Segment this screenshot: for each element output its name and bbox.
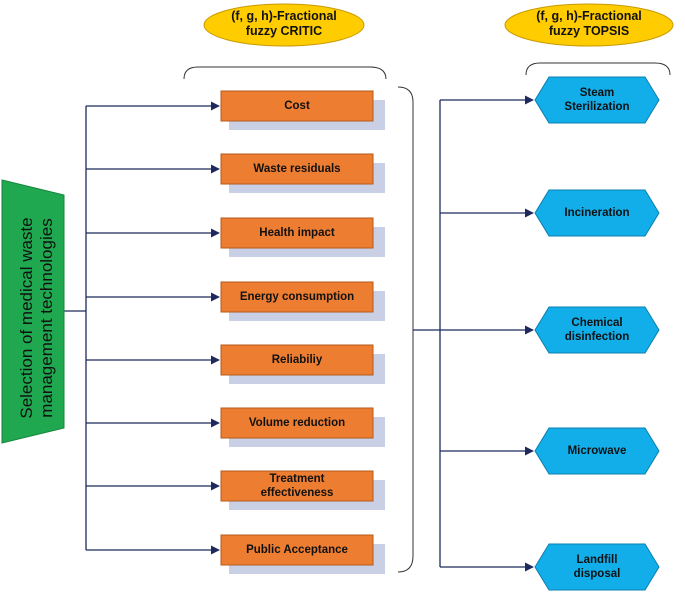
criterion-box [220,153,374,185]
goal-block [1,179,65,444]
technology-shape [534,189,660,237]
critic-header-label: (f, g, h)-Fractional fuzzy CRITIC [231,9,337,38]
topsis-top-brace [525,62,671,76]
connectors [64,95,534,572]
technology-label-incineration: Incineration [564,207,630,219]
technology-shape [534,76,660,124]
criterion-label-reliability: Reliabiliy [271,354,323,366]
criterion-label-treatment-effectiveness: Treatment effectiveness [260,473,334,499]
criterion-box [220,281,374,313]
topsis-header-ellipse [504,3,674,47]
criterion-label-cost: Cost [284,100,310,112]
criterion-box [220,470,374,502]
technology-label-steam-sterilization: Steam Sterilization [564,87,630,113]
criterion-label-volume-reduction: Volume reduction [248,417,346,429]
criterion-box [220,344,374,376]
criteria-right-brace [397,86,414,573]
critic-header-ellipse [203,3,365,47]
criterion-box [220,90,374,122]
criterion-label-waste-residuals: Waste residuals [253,163,341,175]
criterion-box [220,217,374,249]
criterion-label-energy-consumption: Energy consumption [239,291,355,303]
technology-shape [534,543,660,591]
technology-shape [534,306,660,354]
technology-label-landfill-disposal: Landfill disposal [573,554,621,580]
critic-top-brace [183,66,387,80]
criterion-box [220,407,374,439]
technology-shape [534,427,660,475]
goal-label: Selection of medical waste management te… [17,217,56,419]
technology-label-chemical-disinfection: Chemical disinfection [564,317,630,343]
criterion-box [220,534,374,566]
criterion-label-public-acceptance: Public Acceptance [246,544,348,556]
topsis-header-label: (f, g, h)-Fractional fuzzy TOPSIS [536,9,642,38]
shapes [1,3,674,591]
technology-label-microwave: Microwave [567,445,627,457]
criterion-label-health-impact: Health impact [259,227,335,239]
